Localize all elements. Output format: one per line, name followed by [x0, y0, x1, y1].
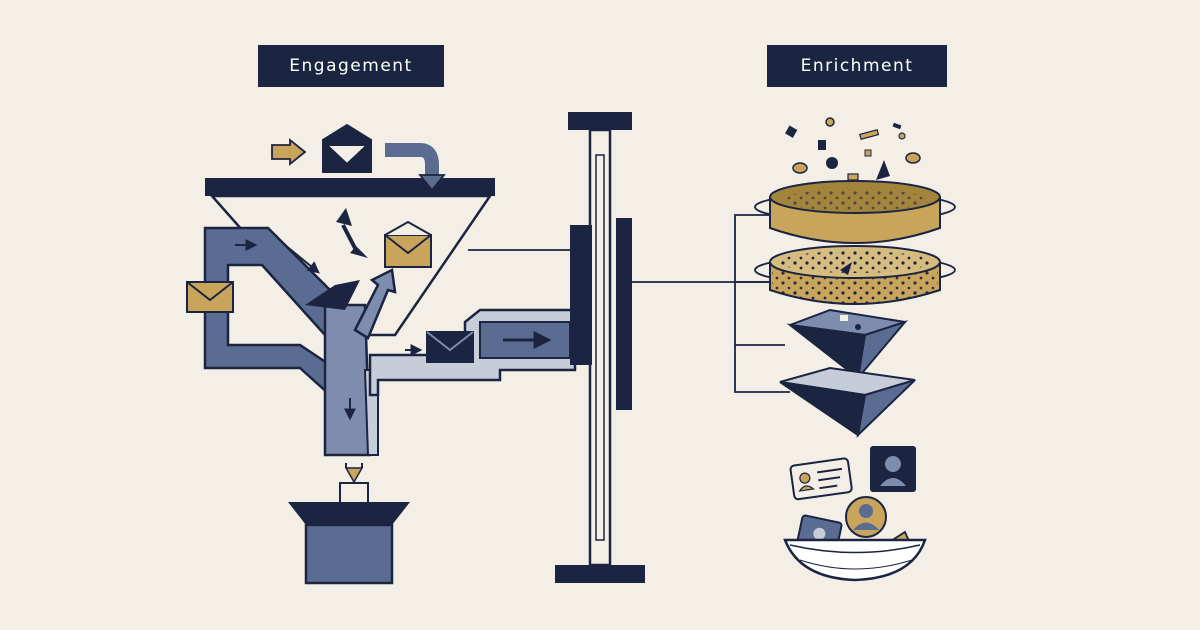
arrow-curve-icon — [385, 143, 439, 178]
enrichment-section — [734, 117, 956, 582]
filter-pyramid-top — [786, 308, 909, 382]
filter-pyramid-bottom — [779, 366, 916, 438]
sieve-top — [754, 180, 956, 244]
bracket-line — [734, 214, 790, 393]
arrow-icon — [344, 467, 364, 484]
central-pillar — [555, 112, 645, 583]
confetti — [785, 117, 921, 181]
arrow-head-icon — [418, 174, 446, 192]
engagement-section — [186, 123, 577, 585]
envelope-icon — [322, 123, 372, 173]
envelope-icon — [186, 281, 234, 313]
arrow-icon — [284, 244, 320, 274]
funnel-rim — [205, 178, 495, 196]
collection-bowl — [783, 538, 927, 582]
envelope-icon — [426, 331, 474, 363]
collection-box — [304, 523, 394, 585]
hopper-wedge — [305, 280, 360, 310]
pipe-branch — [353, 268, 397, 340]
avatar-icon — [845, 496, 887, 538]
arrow-icon — [341, 224, 358, 251]
envelope-icon — [384, 220, 432, 268]
box-lid — [288, 502, 410, 525]
enrichment-label: Enrichment — [767, 45, 947, 87]
engagement-label: Engagement — [258, 45, 444, 87]
id-card-icon — [789, 457, 853, 501]
sieve-middle — [754, 245, 956, 305]
arrow-icon — [271, 138, 307, 166]
avatar-icon — [870, 446, 916, 492]
